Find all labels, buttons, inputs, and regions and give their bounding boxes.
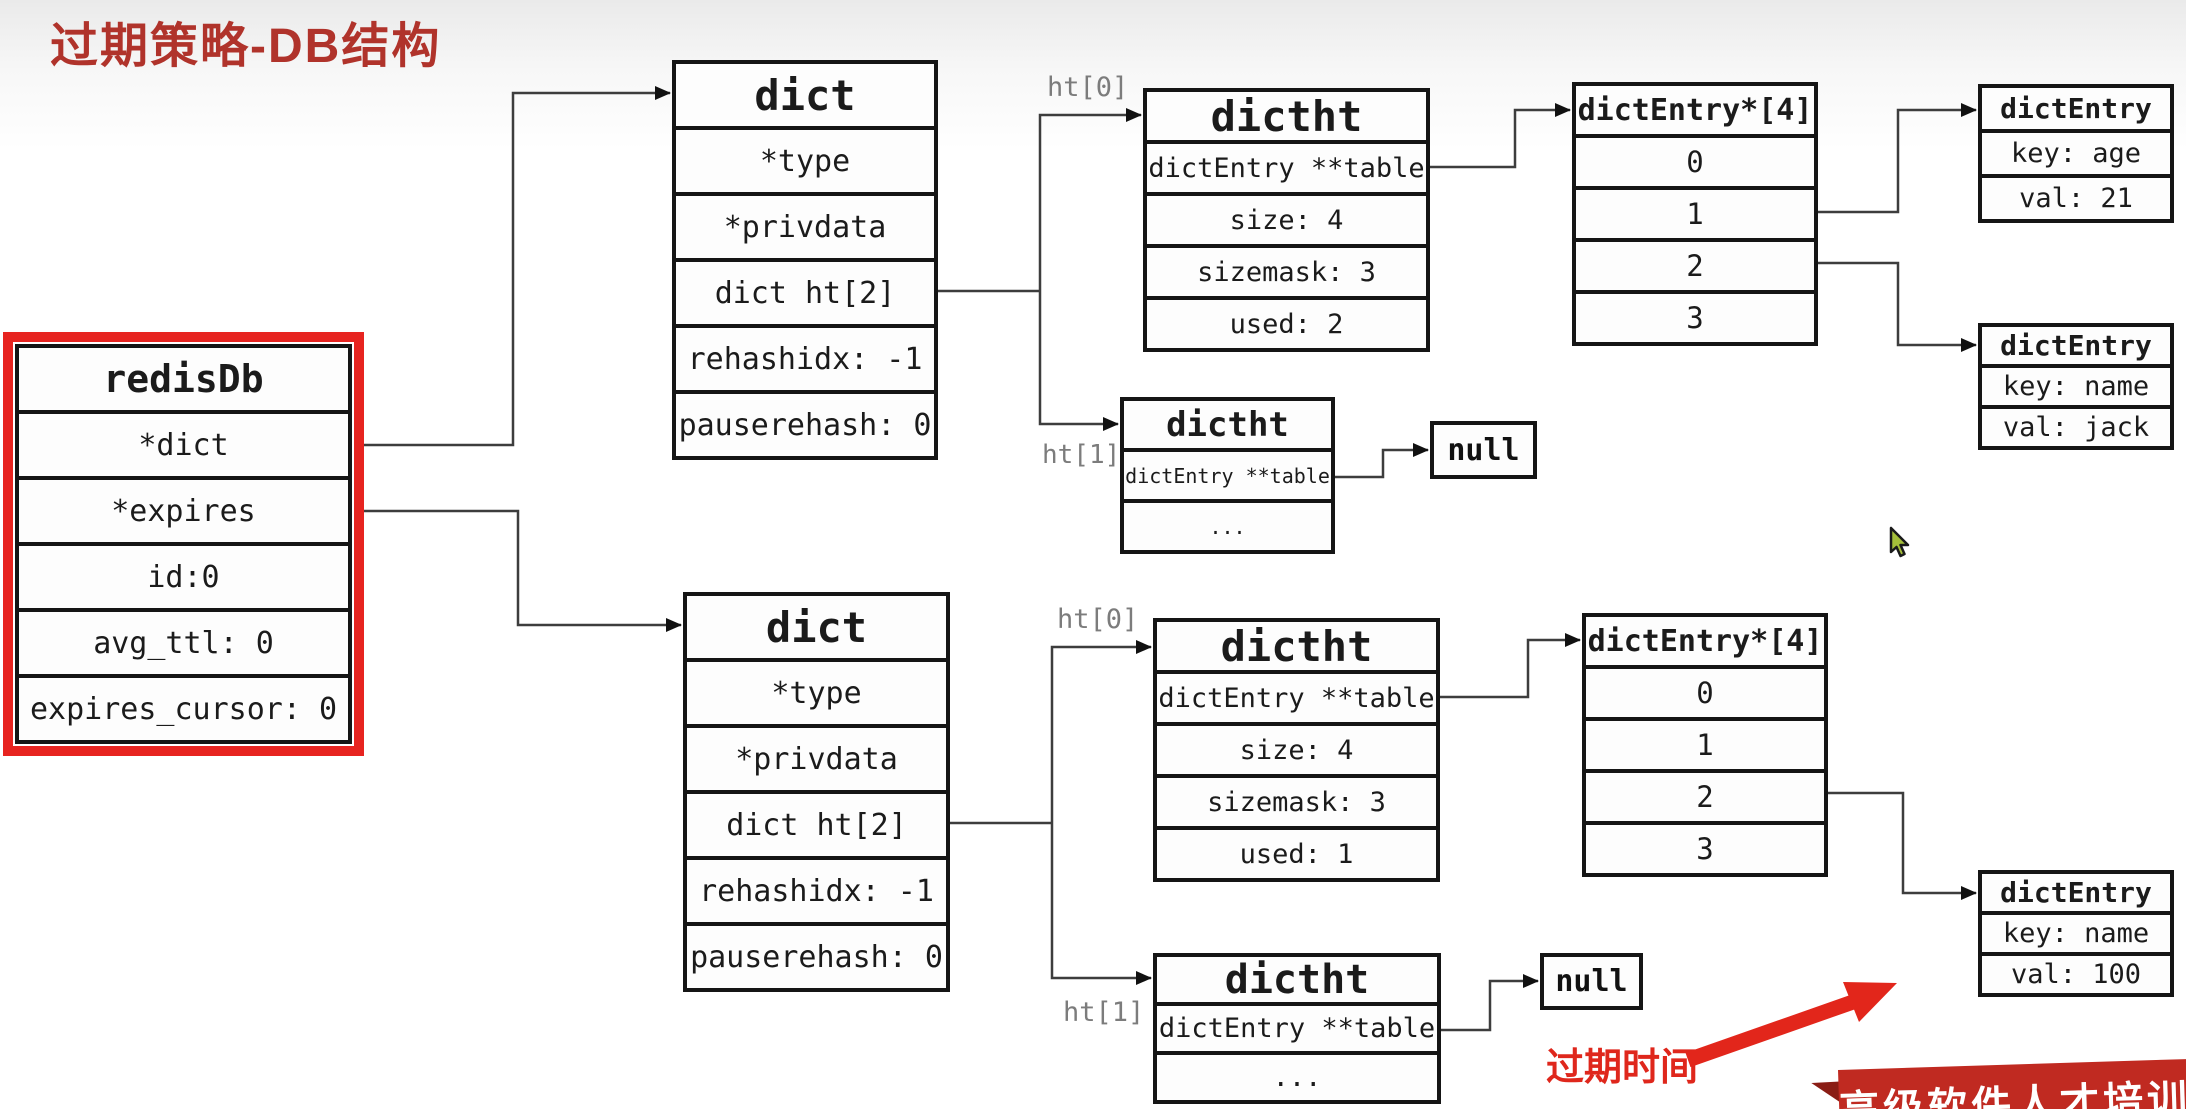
record-row: key: name [1978, 911, 2174, 956]
connector-slot2-to-100 [1828, 791, 1977, 900]
record-header: dictEntry [1978, 84, 2174, 133]
connector-table-to-array-bottom [1440, 633, 1581, 699]
record-row: val: 100 [1978, 952, 2174, 997]
connector-expires-to-dict-bottom [364, 509, 682, 632]
banner-ribbon: 高级软件人才培训专 [1838, 1058, 2186, 1109]
record-row: size: 4 [1143, 192, 1430, 248]
record-row: rehashidx: -1 [672, 324, 938, 394]
connector-table-to-array-top [1430, 103, 1571, 169]
record-row: used: 1 [1153, 826, 1440, 882]
connector-slot2-to-jack [1818, 261, 1977, 352]
record-row: dictEntry **table [1153, 670, 1440, 726]
null-box-top: null [1430, 421, 1537, 479]
connector-dict-to-dict-top [364, 86, 671, 447]
dict-struct-top: dict *type *privdata dict ht[2] rehashid… [672, 60, 938, 460]
record-row: dict ht[2] [672, 258, 938, 328]
banner-text: 高级软件人才培训专 [1838, 1076, 2186, 1109]
connector-ht1top-to-null [1335, 443, 1429, 479]
record-row: *expires [15, 476, 352, 546]
record-row: dictEntry **table [1153, 1002, 1441, 1055]
dictht-ht1-struct-bottom: dictht dictEntry **table ... [1153, 953, 1441, 1104]
mouse-cursor-icon [1889, 526, 1910, 558]
record-row: dict ht[2] [683, 790, 950, 860]
record-row: size: 4 [1153, 722, 1440, 778]
record-row: val: 21 [1978, 174, 2174, 223]
record-header: dict [683, 592, 950, 662]
ht0-label-top: ht[0] [1047, 72, 1129, 103]
record-row: ... [1120, 499, 1335, 554]
red-arrow-icon [1685, 982, 1897, 1068]
dictentry-array-top: dictEntry*[4] 0 1 2 3 [1572, 82, 1818, 346]
ht0-label-bottom: ht[0] [1057, 604, 1139, 635]
record-row: rehashidx: -1 [683, 856, 950, 926]
expire-time-note: 过期时间 [1546, 1047, 1699, 1089]
record-row: used: 2 [1143, 296, 1430, 352]
page-title: 过期策略-DB结构 [50, 20, 442, 73]
record-row: avg_ttl: 0 [15, 608, 352, 678]
connector-ht0-bottom [1050, 640, 1152, 823]
record-row: val: jack [1978, 405, 2174, 450]
record-row: pauserehash: 0 [672, 390, 938, 460]
record-row: 0 [1582, 665, 1828, 721]
record-row: dictEntry **table [1143, 140, 1430, 196]
record-row: *privdata [672, 192, 938, 262]
record-header: dictht [1153, 618, 1440, 674]
ht1-label-bottom: ht[1] [1063, 997, 1145, 1028]
redisdb-struct: redisDb *dict *expires id:0 avg_ttl: 0 e… [15, 344, 352, 744]
record-header: redisDb [15, 344, 352, 414]
dictht-ht1-struct-top: dictht dictEntry **table ... [1120, 397, 1335, 554]
record-row: 0 [1572, 134, 1818, 190]
null-box-bottom: null [1540, 953, 1643, 1010]
record-row: 2 [1582, 769, 1828, 825]
record-header: dict [672, 60, 938, 130]
record-row: *type [672, 126, 938, 196]
record-row: 2 [1572, 238, 1818, 294]
dictht-struct-bottom: dictht dictEntry **table size: 4 sizemas… [1153, 618, 1440, 882]
record-row: sizemask: 3 [1143, 244, 1430, 300]
record-header: dictht [1120, 397, 1335, 452]
record-row: *privdata [683, 724, 950, 794]
record-header: dictht [1153, 953, 1441, 1006]
dictentry-array-bottom: dictEntry*[4] 0 1 2 3 [1582, 613, 1828, 877]
connector-ht0-top [1038, 108, 1142, 291]
dictentry-jack: dictEntry key: name val: jack [1978, 323, 2174, 450]
record-row: ... [1153, 1051, 1441, 1104]
record-row: 1 [1582, 717, 1828, 773]
dict-struct-bottom: dict *type *privdata dict ht[2] rehashid… [683, 592, 950, 992]
ht1-label-top: ht[1] [1042, 440, 1121, 470]
record-row: dictEntry **table [1120, 448, 1335, 503]
redisdb-highlight-frame: redisDb *dict *expires id:0 avg_ttl: 0 e… [3, 332, 364, 756]
dictht-struct-top: dictht dictEntry **table size: 4 sizemas… [1143, 88, 1430, 352]
record-row: 1 [1572, 186, 1818, 242]
record-row: *dict [15, 410, 352, 480]
record-row: sizemask: 3 [1153, 774, 1440, 830]
record-header: dictEntry*[4] [1572, 82, 1818, 138]
connector-ht1-top [1038, 291, 1119, 431]
record-row: key: name [1978, 364, 2174, 409]
record-row: key: age [1978, 129, 2174, 178]
dictentry-100: dictEntry key: name val: 100 [1978, 870, 2174, 997]
record-row: 3 [1572, 290, 1818, 346]
record-header: dictEntry*[4] [1582, 613, 1828, 669]
connector-slot1-to-age [1818, 103, 1977, 214]
connector-ht1-bottom [1050, 823, 1152, 985]
record-header: dictEntry [1978, 870, 2174, 915]
dictentry-age: dictEntry key: age val: 21 [1978, 84, 2174, 223]
connector-ht1bottom-to-null [1441, 974, 1539, 1032]
record-row: 3 [1582, 821, 1828, 877]
record-row: id:0 [15, 542, 352, 612]
record-header: dictEntry [1978, 323, 2174, 368]
record-row: *type [683, 658, 950, 728]
record-row: expires_cursor: 0 [15, 674, 352, 744]
record-header: dictht [1143, 88, 1430, 144]
record-row: pauserehash: 0 [683, 922, 950, 992]
